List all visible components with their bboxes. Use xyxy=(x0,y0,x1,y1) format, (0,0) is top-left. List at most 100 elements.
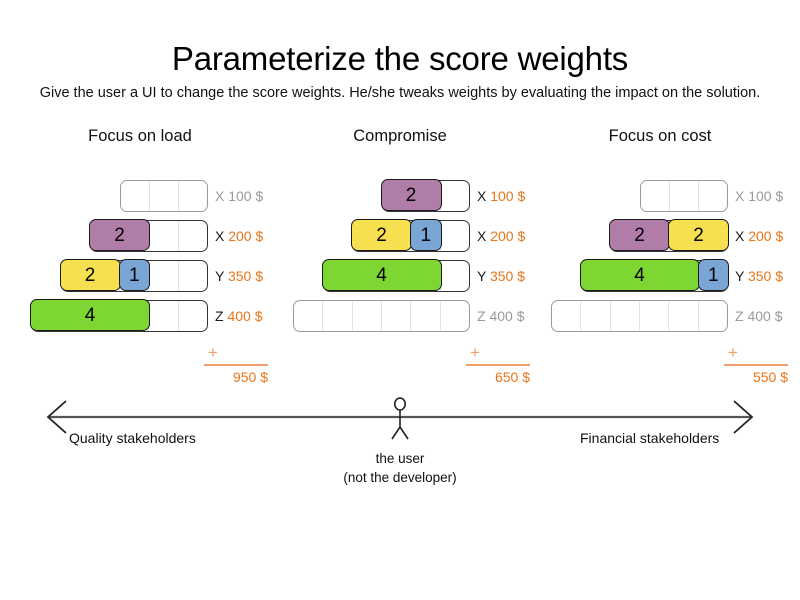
slider-segment[interactable] xyxy=(411,301,441,331)
slider-segment[interactable] xyxy=(382,301,412,331)
slider-segment[interactable] xyxy=(641,181,670,211)
slider-segment[interactable] xyxy=(179,301,207,331)
row-key: Y xyxy=(735,268,745,284)
row-label: Z 400 $ xyxy=(735,304,783,328)
slider-segment[interactable] xyxy=(699,181,727,211)
plus-sign-icon: + xyxy=(728,343,738,362)
weight-block[interactable]: 1 xyxy=(697,259,729,291)
row-key: Y xyxy=(477,268,487,284)
weight-block[interactable]: 4 xyxy=(579,259,700,291)
row-key: X xyxy=(215,188,225,204)
weight-block[interactable]: 1 xyxy=(118,259,150,291)
row-label: X 100 $ xyxy=(477,184,525,208)
slider-segment[interactable] xyxy=(441,301,469,331)
slider-segment[interactable] xyxy=(441,181,469,211)
row-key: Y xyxy=(215,268,225,284)
slider-segment[interactable] xyxy=(323,301,353,331)
row-cost: 350 $ xyxy=(747,268,784,284)
row-key: X xyxy=(477,188,487,204)
weight-block[interactable]: 2 xyxy=(351,219,412,251)
slider-segment[interactable] xyxy=(179,181,207,211)
slider-segment[interactable] xyxy=(179,221,207,251)
axis-label-financial-stakeholders: Financial stakeholders xyxy=(580,430,720,446)
weight-block[interactable]: 4 xyxy=(30,299,150,331)
weight-slider-track[interactable] xyxy=(551,300,728,332)
total-value: 950 $ xyxy=(232,369,268,385)
row-label: Y 350 $ xyxy=(215,264,263,288)
weight-row: X 100 $ xyxy=(520,180,800,212)
column-total: +650 $ xyxy=(452,343,530,386)
row-key: X xyxy=(735,228,745,244)
slider-segment[interactable] xyxy=(149,261,179,291)
row-key: X xyxy=(215,228,225,244)
user-caption: the user (not the developer) xyxy=(300,449,500,487)
axis-label-quality-stakeholders: Quality stakeholders xyxy=(69,430,196,446)
slider-segments xyxy=(121,181,208,211)
row-label: X 200 $ xyxy=(215,224,263,248)
stakeholder-axis: Quality stakeholders Financial stakehold… xyxy=(0,395,800,505)
user-caption-line-2: (not the developer) xyxy=(343,470,457,485)
weight-slider-track[interactable] xyxy=(119,180,208,212)
weight-row: 2 X 200 $ xyxy=(0,219,280,252)
row-cost: 400 $ xyxy=(227,308,263,324)
row-cost: 400 $ xyxy=(489,308,525,324)
slider-segment[interactable] xyxy=(353,301,382,331)
row-label: Z 400 $ xyxy=(477,304,525,328)
total-rule xyxy=(724,364,788,366)
weight-row: Z 400 $ xyxy=(260,300,540,332)
weight-row: Z 400 $ xyxy=(520,300,800,332)
slider-segment[interactable] xyxy=(441,221,469,251)
weight-slider-track[interactable] xyxy=(639,180,728,212)
page-title: Parameterize the score weights xyxy=(171,40,629,78)
row-label: X 100 $ xyxy=(735,184,783,208)
column-title: Focus on cost xyxy=(608,127,712,145)
slider-segment[interactable] xyxy=(552,301,582,331)
slider-segment[interactable] xyxy=(581,301,611,331)
column-total: +950 $ xyxy=(190,344,268,386)
slider-segment[interactable] xyxy=(611,301,640,331)
slider-segment[interactable] xyxy=(441,261,469,291)
slider-segment[interactable] xyxy=(149,301,179,331)
weight-block[interactable]: 1 xyxy=(410,219,442,251)
weight-block[interactable]: 4 xyxy=(321,259,442,291)
weight-row: 2 X 100 $ xyxy=(260,179,540,212)
total-value: 650 $ xyxy=(494,369,530,385)
row-key: X xyxy=(477,228,487,244)
row-key: Z xyxy=(477,308,486,324)
plus-sign-icon: + xyxy=(470,343,480,362)
weight-row: 4 Y 350 $ xyxy=(260,259,540,292)
total-rule xyxy=(204,364,268,366)
weight-block[interactable]: 2 xyxy=(89,219,150,251)
row-key: Z xyxy=(735,308,744,324)
row-cost: 350 $ xyxy=(227,268,264,284)
row-key: X xyxy=(735,188,745,204)
row-cost: 100 $ xyxy=(748,188,784,204)
slider-segment[interactable] xyxy=(699,301,727,331)
slider-segment[interactable] xyxy=(669,301,699,331)
slider-segment[interactable] xyxy=(179,261,207,291)
slider-segment[interactable] xyxy=(121,181,150,211)
row-label: Y 350 $ xyxy=(477,264,525,288)
row-label: Y 350 $ xyxy=(735,264,783,288)
slider-segment[interactable] xyxy=(670,181,699,211)
weight-block[interactable]: 2 xyxy=(609,219,670,251)
column-total: +550 $ xyxy=(710,343,788,386)
weight-row: X 100 $ xyxy=(0,180,280,212)
page-subtitle: Give the user a UI to change the score w… xyxy=(39,84,761,101)
row-cost: 200 $ xyxy=(490,228,526,244)
row-label: X 200 $ xyxy=(477,224,525,248)
weight-block[interactable]: 2 xyxy=(668,219,729,251)
slider-segment[interactable] xyxy=(150,221,179,251)
row-cost: 100 $ xyxy=(228,188,264,204)
weight-block[interactable]: 2 xyxy=(59,259,121,291)
row-cost: 350 $ xyxy=(489,268,526,284)
slider-segment[interactable] xyxy=(150,181,179,211)
slider-segment[interactable] xyxy=(294,301,324,331)
weight-block[interactable]: 2 xyxy=(380,179,442,211)
slider-segments xyxy=(552,301,727,331)
total-rule xyxy=(466,364,530,366)
weight-slider-track[interactable] xyxy=(293,300,470,332)
slider-segment[interactable] xyxy=(640,301,670,331)
